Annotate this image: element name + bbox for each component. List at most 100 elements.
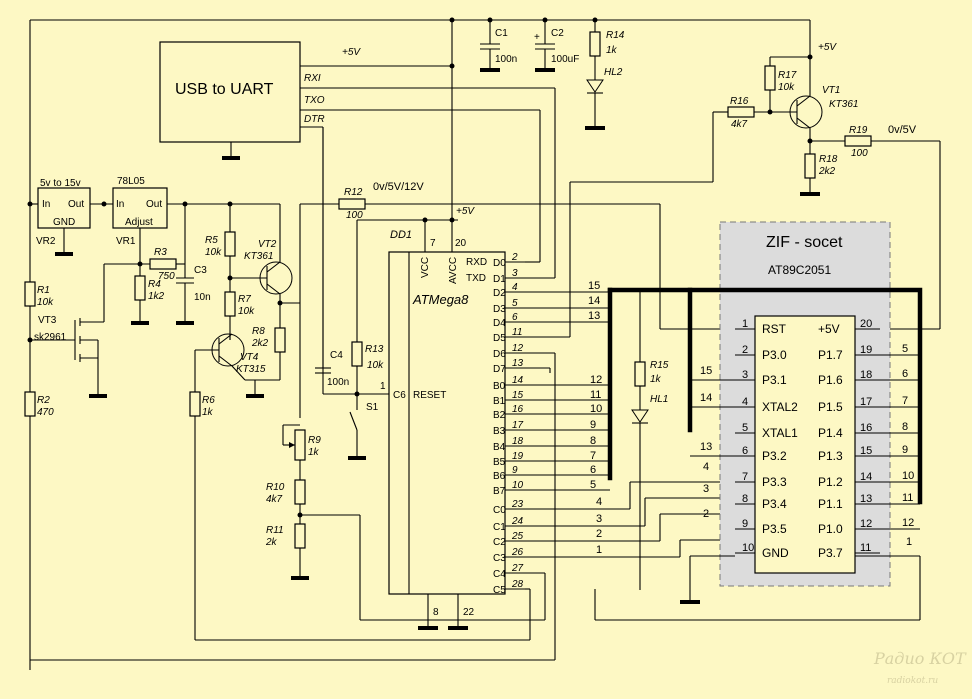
zif-bus-label: 8 bbox=[902, 421, 908, 433]
mcu-pin-name: D0 bbox=[493, 258, 506, 269]
r19-resistor bbox=[844, 135, 872, 147]
zif-pin-number: 16 bbox=[860, 422, 872, 434]
c2-val: 100uF bbox=[551, 54, 579, 65]
r9-val: 1k bbox=[308, 447, 320, 458]
zif-pin-number: 17 bbox=[860, 396, 872, 408]
zif-bus-label: 9 bbox=[902, 444, 908, 456]
usb-uart-txo: TXO bbox=[304, 95, 325, 106]
zif-bus-label: 5 bbox=[902, 343, 908, 355]
bus-label-c1: 3 bbox=[596, 513, 602, 525]
mcu-pin-name: B0 bbox=[493, 381, 506, 392]
r4-resistor bbox=[134, 275, 146, 301]
vt1-ref: VT1 bbox=[822, 85, 840, 96]
mcu-pin-number: 12 bbox=[512, 343, 524, 354]
c4-ref: C4 bbox=[330, 350, 343, 361]
zif-pin-number: 19 bbox=[860, 344, 872, 356]
vr2-regulator bbox=[37, 187, 91, 229]
r10-ref: R10 bbox=[266, 482, 285, 493]
r7-val: 10k bbox=[238, 306, 255, 317]
usb-uart-rxi: RXI bbox=[304, 73, 321, 84]
r1-resistor bbox=[24, 281, 36, 307]
zif-pin-name: P3.0 bbox=[762, 348, 787, 362]
r19-val: 100 bbox=[851, 148, 868, 159]
bus-label-d4: 13 bbox=[588, 310, 600, 322]
zif-bus-label: 7 bbox=[902, 395, 908, 407]
mcu-pin-name: B1 bbox=[493, 396, 506, 407]
vr2-ref: VR2 bbox=[36, 236, 56, 247]
mcu-pin-name: B6 bbox=[493, 471, 506, 482]
r14-val: 1k bbox=[606, 45, 618, 56]
zif-bus-label: 15 bbox=[700, 365, 712, 377]
r7-ref: R7 bbox=[238, 294, 251, 305]
zif-pin-name: P1.7 bbox=[818, 348, 843, 362]
zif-bus-label: 1 bbox=[906, 536, 912, 548]
r5-resistor bbox=[224, 231, 236, 257]
bus-label-c3: 1 bbox=[596, 544, 602, 556]
zif-pin-number: 2 bbox=[742, 344, 748, 356]
mcu-pin-name: B4 bbox=[493, 442, 506, 453]
r1-ref: R1 bbox=[37, 285, 50, 296]
mcu-gnd-pin-22: 22 bbox=[463, 607, 475, 618]
zif-pin-number: 10 bbox=[742, 542, 754, 554]
mcu-pin-number: 10 bbox=[512, 480, 524, 491]
zif-pin-name: P1.6 bbox=[818, 373, 843, 387]
vr2-out: Out bbox=[68, 199, 84, 210]
r17-resistor bbox=[764, 65, 776, 91]
zif-pin-number: 12 bbox=[860, 518, 872, 530]
vt1-type: KT361 bbox=[829, 99, 858, 110]
usb-uart-label: USB to UART bbox=[175, 81, 274, 98]
mcu-pin-number: 28 bbox=[511, 579, 524, 590]
vr2-in: In bbox=[42, 199, 50, 210]
bus-label-b2: 10 bbox=[590, 403, 602, 415]
zif-pin-name: GND bbox=[762, 546, 789, 560]
r15-val: 1k bbox=[650, 374, 662, 385]
mcu-pin-name: B3 bbox=[493, 426, 506, 437]
mcu-avcc-pin: 20 bbox=[455, 238, 467, 249]
mcu-pin-number: 23 bbox=[511, 499, 524, 510]
mcu-pin-number: 5 bbox=[512, 298, 518, 309]
mcu-pin-number: 25 bbox=[511, 531, 524, 542]
r18-ref: R18 bbox=[819, 154, 838, 165]
r15-resistor bbox=[634, 361, 646, 387]
watermark-site: radiokot.ru bbox=[887, 676, 938, 686]
c1-val: 100n bbox=[495, 54, 517, 65]
zif-pin-name: P1.2 bbox=[818, 475, 843, 489]
r9-ref: R9 bbox=[308, 435, 321, 446]
mcu-pin-number: 27 bbox=[511, 563, 524, 574]
r12-resistor bbox=[338, 198, 366, 210]
mcu-pin-name: D2 bbox=[493, 288, 506, 299]
mcu-pin-name: C5 bbox=[493, 585, 506, 596]
zif-bus-label: 11 bbox=[902, 492, 913, 504]
zif-pin-name: XTAL2 bbox=[762, 400, 798, 414]
mcu-pin-number: 3 bbox=[512, 268, 518, 279]
s1-switch bbox=[349, 411, 358, 431]
mcu-pin-name: D3 bbox=[493, 304, 506, 315]
mcu-vcc-pin: 7 bbox=[430, 238, 436, 249]
hl1-led bbox=[631, 409, 649, 423]
mcu-pin-name: D6 bbox=[493, 349, 506, 360]
mcu-pin-number: 16 bbox=[512, 404, 524, 415]
r3-val: 750 bbox=[158, 271, 175, 282]
zif-bus-label: 13 bbox=[700, 441, 712, 453]
r2-val: 470 bbox=[37, 407, 54, 418]
mcu-pin-number: 11 bbox=[512, 327, 522, 338]
mcu-pin-number: 26 bbox=[511, 547, 524, 558]
bus-label-b7: 5 bbox=[590, 479, 596, 491]
zif-bus-label: 2 bbox=[703, 508, 709, 520]
vt3-type: sk2961 bbox=[34, 332, 67, 343]
mcu-pin-name: C1 bbox=[493, 522, 506, 533]
zif-pin-name: P3.2 bbox=[762, 449, 787, 463]
zif-pin-number: 20 bbox=[860, 318, 872, 330]
zif-bus-label: 14 bbox=[700, 392, 712, 404]
mcu-plus5v-label: +5V bbox=[456, 206, 475, 217]
mcu-pin-name: C4 bbox=[493, 569, 506, 580]
mcu-pin-number: 17 bbox=[512, 420, 524, 431]
bus-label-b3: 9 bbox=[590, 419, 596, 431]
r13-resistor bbox=[351, 341, 363, 367]
zif-pin-name: P1.4 bbox=[818, 426, 843, 440]
r16-ref: R16 bbox=[730, 96, 749, 107]
mcu-name: ATMega8 bbox=[412, 292, 469, 307]
zif-pin-name: P1.3 bbox=[818, 449, 843, 463]
bus-label-b4: 8 bbox=[590, 435, 596, 447]
